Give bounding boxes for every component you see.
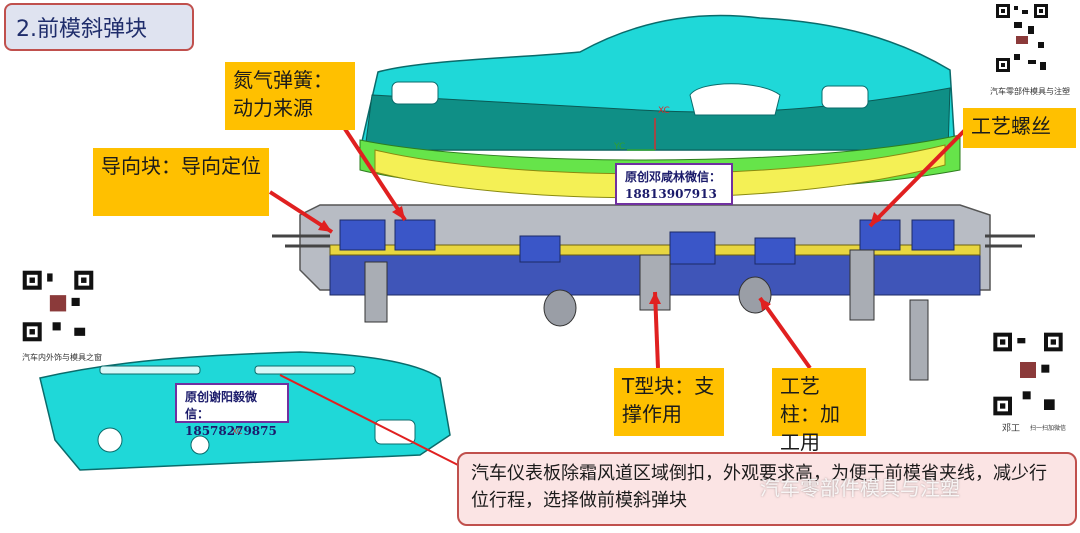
qr-code-right — [990, 330, 1066, 418]
callout-guide-block: 导向块：导向定位 — [93, 148, 269, 216]
vent-left — [391, 81, 439, 105]
dashboard-inner-dark — [364, 87, 951, 151]
description-note: 汽车仪表板除霜风道区域倒扣，外观要求高，为便于前模省夹线，减少行位行程，选择做前… — [457, 452, 1077, 526]
axis-label-yc: YC — [614, 142, 626, 152]
axis-label-xc-small: XC — [232, 427, 243, 436]
callout-process-column: 工艺柱：加工用 — [772, 368, 866, 454]
center-opening — [689, 83, 781, 116]
parting-band-yellow — [374, 144, 946, 199]
vent-right — [821, 85, 869, 109]
qr-caption-right-sub: 扫一扫加微信 — [1030, 425, 1067, 432]
callout-t-block: T型块：支撑作用 — [614, 368, 724, 436]
slide-title: 2.前模斜弹块 — [4, 3, 194, 51]
slide-title-text: 2.前模斜弹块 — [16, 17, 147, 42]
watermark-bottom: 原创谢阳毅微信： 18578279875 — [175, 383, 289, 438]
qr-code-top-right — [994, 2, 1050, 74]
arrow-heads — [318, 206, 882, 311]
callout-process-screw: 工艺螺丝 — [963, 108, 1076, 148]
qr-caption-top-right: 汽车零部件模具与注塑 — [990, 87, 1070, 96]
qr-caption-right-name: 邓工 — [1002, 424, 1021, 434]
overlay-watermark: 汽车零部件模具与注塑 — [760, 476, 960, 500]
vent-strip-left — [99, 365, 201, 375]
callout-nitrogen-spring: 氮气弹簧：动力来源 — [225, 62, 355, 130]
qr-code-left — [20, 268, 96, 344]
axis-label-xc: XC — [658, 106, 670, 116]
vent-strip-right — [254, 365, 356, 375]
qr-caption-left: 汽车内外饰与模具之窗 — [22, 353, 102, 362]
watermark-top: 原创邓咸林微信： 18813907913 — [615, 163, 733, 205]
